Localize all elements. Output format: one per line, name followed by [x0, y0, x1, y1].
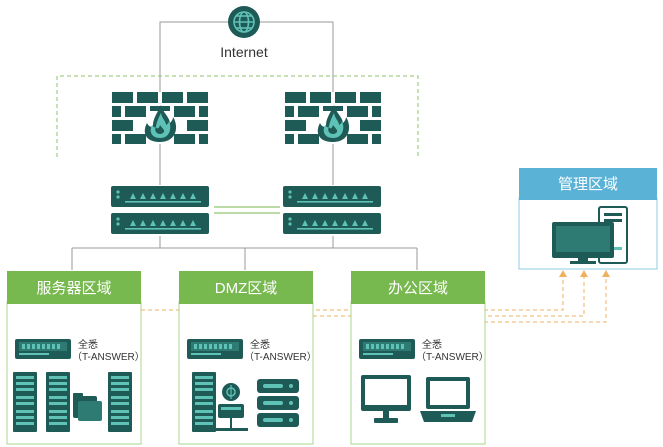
- sensor-name: 全悉: [78, 338, 98, 351]
- core-switch-right: [283, 186, 381, 234]
- rack-server-icon: [257, 379, 299, 427]
- zone-management-title: 管理区域: [558, 176, 618, 193]
- sensor-icon: [359, 339, 415, 359]
- internet-node: Internet: [220, 6, 268, 60]
- globe-icon-lines: [233, 11, 255, 33]
- sensor-model: （T-ANSWER）: [72, 351, 145, 363]
- zone-office: 办公区域 全悉 （T-ANSWER）: [350, 271, 489, 445]
- sensor-model: （T-ANSWER）: [244, 351, 317, 363]
- tower-server-icon: [108, 372, 132, 432]
- switch-icon: [283, 186, 381, 207]
- zone-dmz: DMZ区域 全悉 （T-ANSWER）: [178, 271, 317, 445]
- zone-management-header: [519, 168, 657, 200]
- firewall-left-icon: [112, 92, 208, 144]
- core-switch-left: [111, 186, 209, 234]
- zone-server: 服务器区域 全悉 （T-ANSWER）: [6, 271, 145, 445]
- zone-server-header: [7, 271, 141, 304]
- switch-icon: [283, 213, 381, 234]
- zone-office-title: 办公区域: [388, 280, 448, 297]
- folder-icon: [73, 393, 102, 421]
- internet-label: Internet: [220, 44, 268, 60]
- firewall-right-icon: [285, 92, 381, 144]
- zone-management: 管理区域: [518, 168, 658, 270]
- zone-server-title: 服务器区域: [36, 280, 111, 297]
- management-workstation-icon: [552, 206, 628, 264]
- tower-server-icon: [13, 372, 37, 432]
- zone-office-header: [351, 271, 485, 304]
- zone-dmz-title: DMZ区域: [215, 280, 278, 297]
- sensor-name: 全悉: [422, 338, 442, 351]
- web-server-icon: [192, 372, 248, 432]
- tower-server-icon: [46, 372, 70, 432]
- zone-dmz-header: [179, 271, 313, 304]
- sensor-icon: [15, 339, 71, 359]
- sensor-model: （T-ANSWER）: [416, 351, 489, 363]
- desktop-monitor-icon: [361, 375, 411, 423]
- sensor-name: 全悉: [250, 338, 270, 351]
- switch-icon: [111, 213, 209, 234]
- laptop-icon: [420, 377, 476, 422]
- sensor-icon: [187, 339, 243, 359]
- switch-icon: [111, 186, 209, 207]
